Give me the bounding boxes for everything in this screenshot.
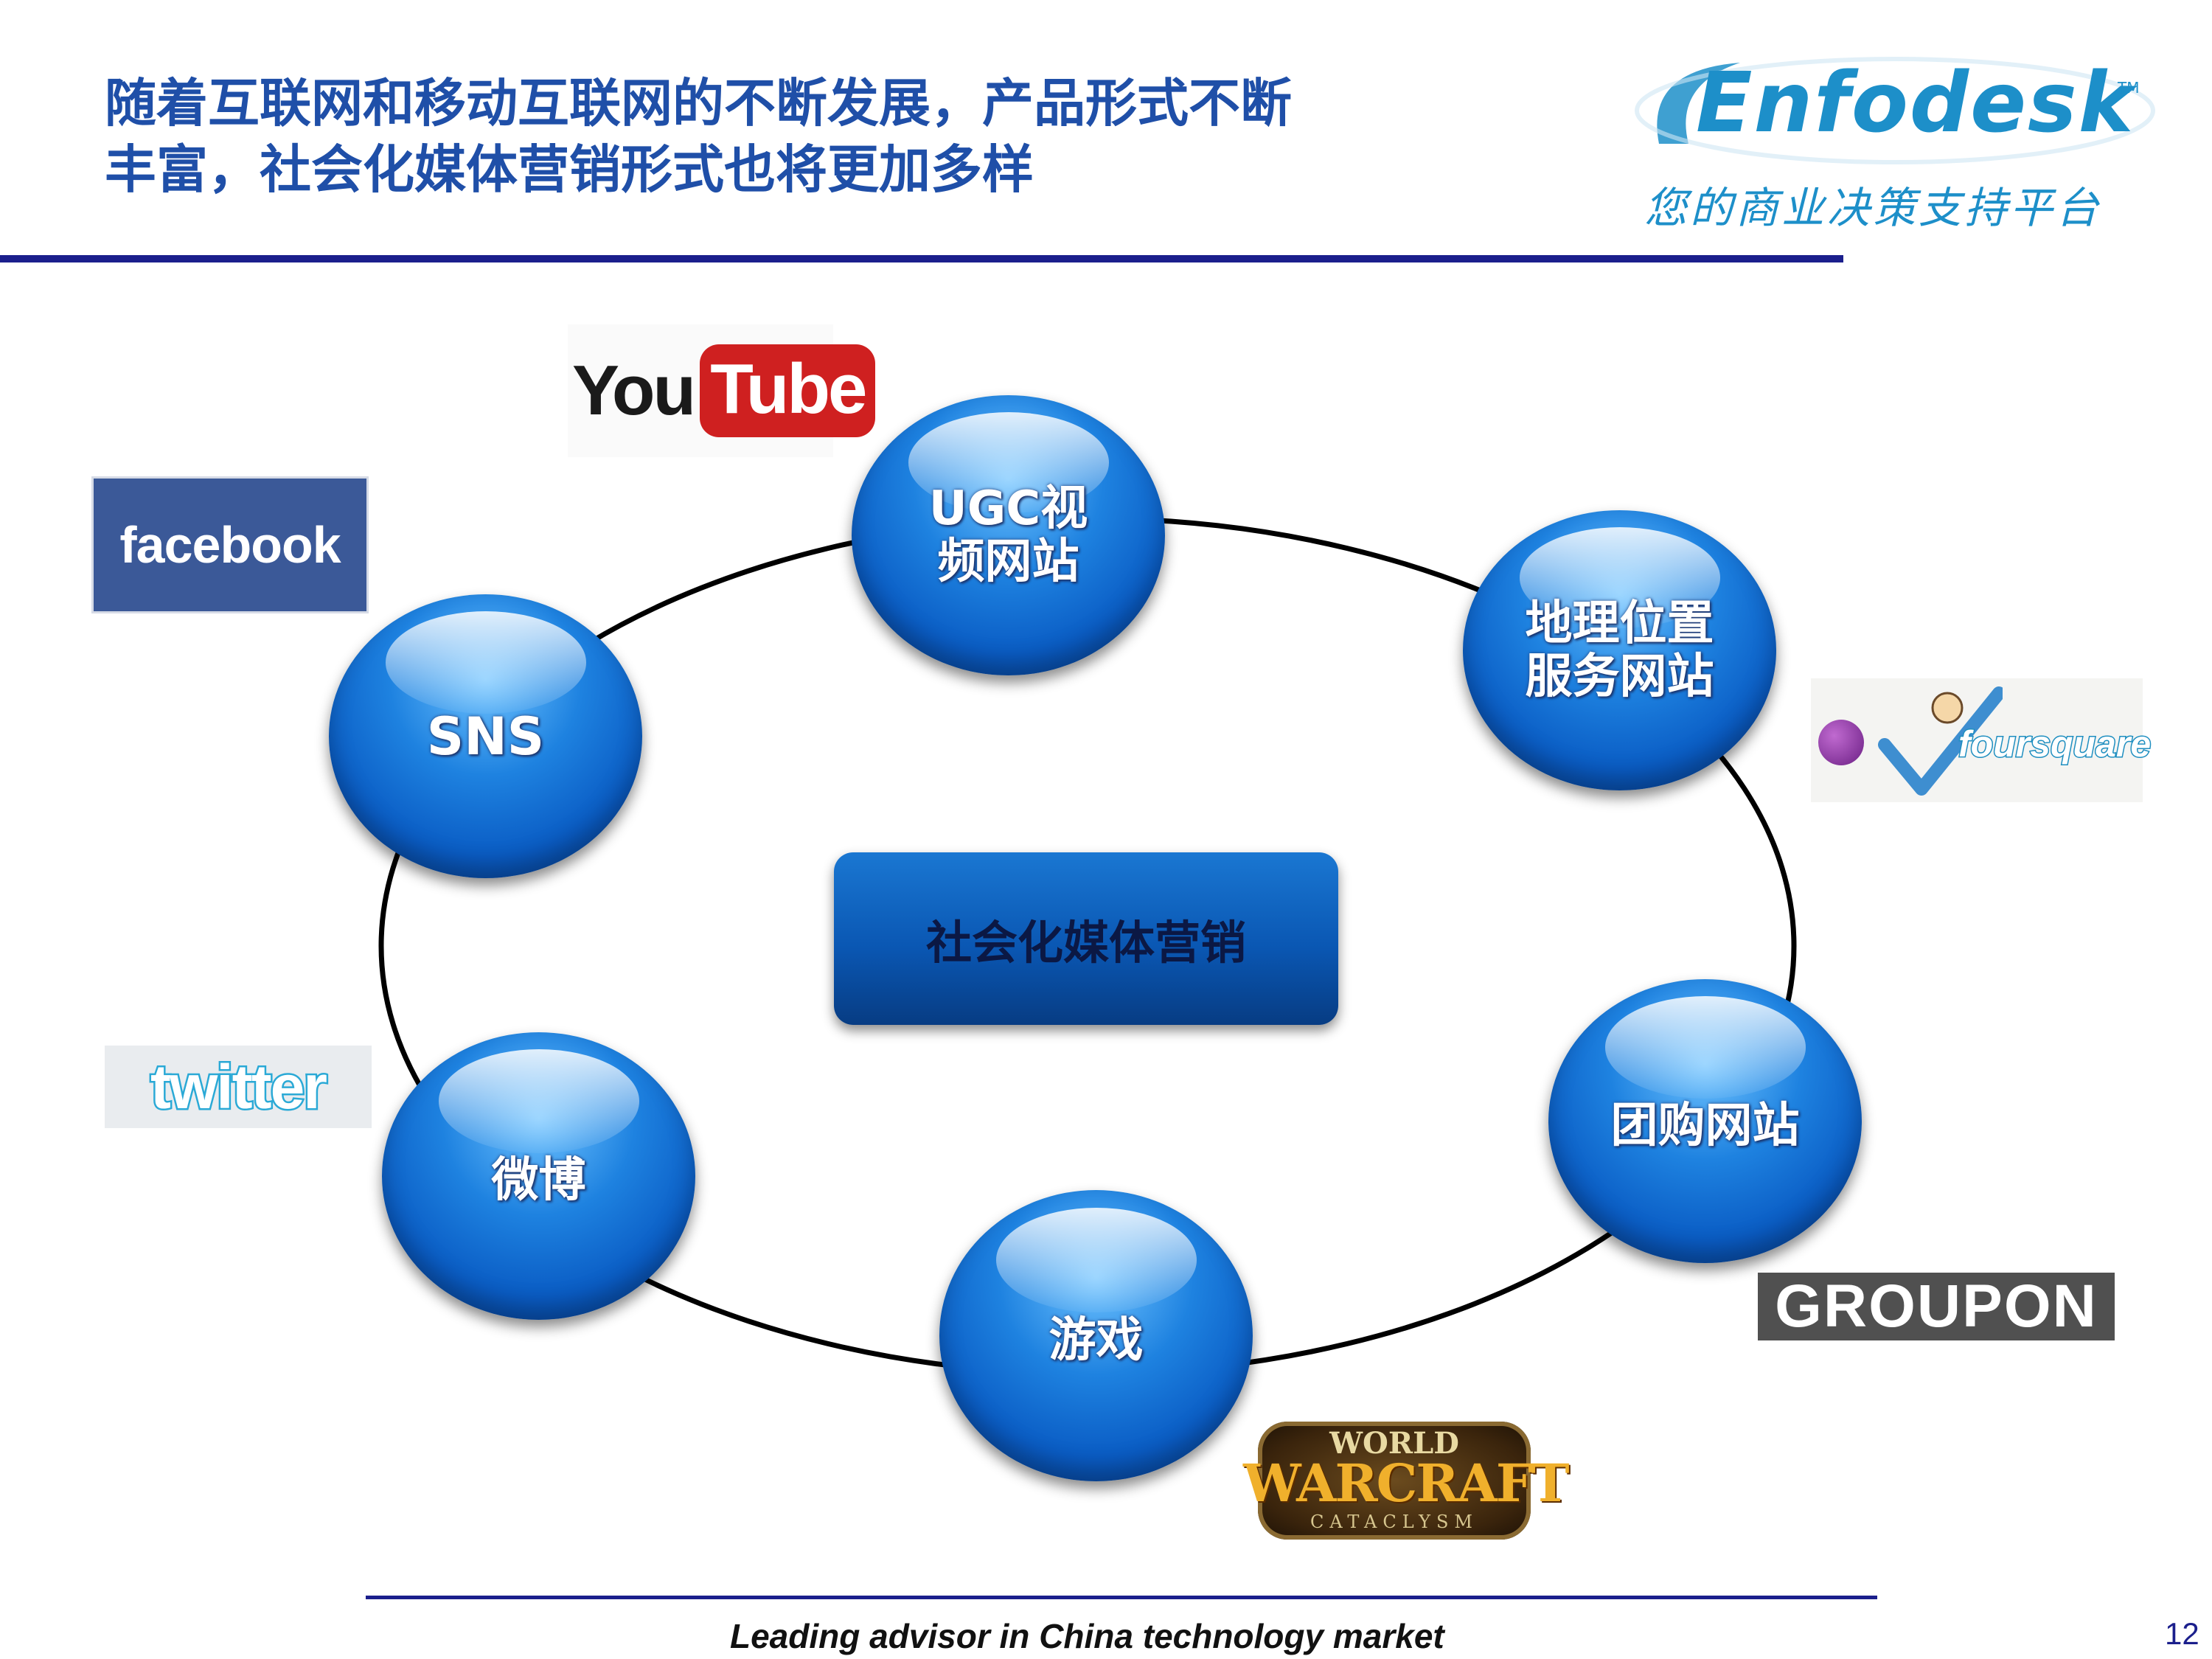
logo-swoosh-icon <box>1635 57 2155 164</box>
footer-tagline: Leading advisor in China technology mark… <box>730 1617 1444 1655</box>
footer-divider <box>366 1596 1877 1599</box>
youtube-tube-text: Tube <box>700 344 876 437</box>
logo-trademark: TM <box>2118 79 2140 97</box>
logo-wordmark: Enfodesk <box>1696 55 2135 151</box>
node-games: 游戏 <box>939 1190 1253 1481</box>
header-divider <box>0 255 1843 262</box>
page-number: 12 <box>2165 1616 2199 1651</box>
center-box: 社会化媒体营销 <box>834 852 1338 1025</box>
logo-frame <box>1258 1422 1531 1540</box>
twitter-logo: twitter <box>105 1046 372 1128</box>
node-ugc-video: UGC视频网站 <box>852 395 1165 675</box>
node-label: UGC视 <box>928 481 1088 536</box>
enfodesk-logo: Enfodesk TM 您的商业决策支持平台 <box>1630 41 2160 240</box>
node-label: 团购网站 <box>1610 1098 1800 1153</box>
groupon-logo: GROUPON <box>1758 1273 2115 1340</box>
wow-warcraft-text: WARCRAFT <box>1243 1453 1570 1514</box>
world-of-warcraft-logo: WORLD WARCRAFT CATACLYSM <box>1243 1408 1570 1548</box>
node-location-service: 地理位置服务网站 <box>1463 510 1776 790</box>
youtube-you-text: You <box>572 351 696 430</box>
node-label: 地理位置 <box>1525 597 1714 651</box>
foursquare-logo: foursquare <box>1811 678 2152 802</box>
logo-slogan: 您的商业决策支持平台 <box>1644 183 2102 233</box>
checkmark-icon <box>1878 686 2003 796</box>
bowling-ball-icon <box>1818 720 1864 765</box>
node-sns: SNS <box>329 594 642 878</box>
node-label: 频网站 <box>937 535 1079 589</box>
node-label: 微博 <box>491 1153 586 1208</box>
node-label: SNS <box>426 706 545 767</box>
page-title-line-1: 随着互联网和移动互联网的不断发展，产品形式不断 <box>105 73 1292 133</box>
facebook-logo: facebook <box>91 476 369 613</box>
foursquare-wordmark: foursquare <box>1957 723 2152 766</box>
wow-world-text: WORLD <box>1329 1426 1459 1461</box>
wow-cataclysm-text: CATACLYSM <box>1310 1512 1479 1532</box>
page-title-line-2: 丰富，社会化媒体营销形式也将更加多样 <box>105 139 1034 200</box>
node-weibo: 微博 <box>382 1032 695 1320</box>
node-group-buying: 团购网站 <box>1548 979 1862 1263</box>
node-label: 游戏 <box>1048 1312 1144 1368</box>
youtube-logo: You Tube <box>568 324 876 457</box>
node-label: 服务网站 <box>1525 650 1714 704</box>
